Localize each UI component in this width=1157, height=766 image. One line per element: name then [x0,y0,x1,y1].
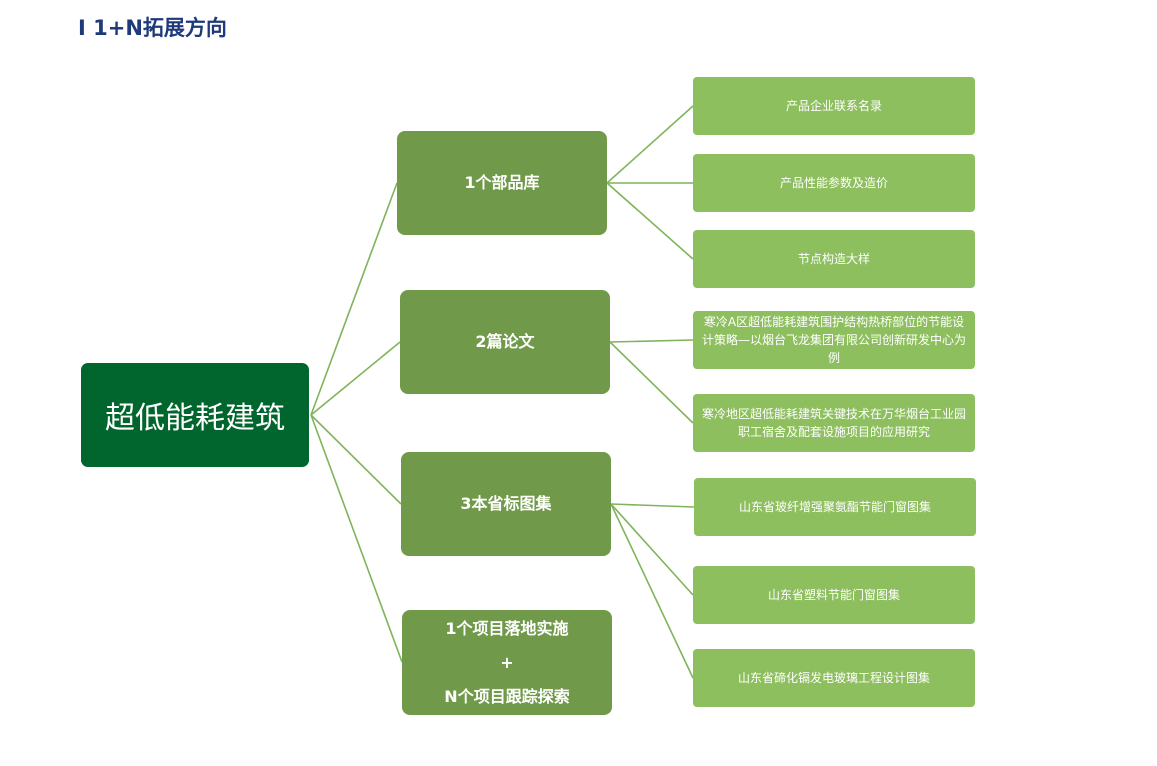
connector-root-branch-3 [310,414,402,505]
branch-node-component-library: 1个部品库 [397,131,607,235]
leaf-node-label: 寒冷A区超低能耗建筑围护结构热桥部位的节能设计策略—以烟台飞龙集团有限公司创新研… [701,315,966,365]
connector-root-branch-1 [310,182,398,416]
connector-root-branch-2 [310,341,401,416]
connector-branch-2-leaf-2 [609,341,694,424]
root-node: 超低能耗建筑 [81,363,309,467]
leaf-node-label: 寒冷地区超低能耗建筑关键技术在万华烟台工业园职工宿舍及配套设施项目的应用研究 [701,407,966,439]
branch-node-atlases: 3本省标图集 [401,452,611,556]
leaf-node: 寒冷A区超低能耗建筑围护结构热桥部位的节能设计策略—以烟台飞龙集团有限公司创新研… [693,311,975,369]
leaf-node: 山东省塑料节能门窗图集 [693,566,975,624]
leaf-node: 节点构造大样 [693,230,975,288]
connector-branch-1-leaf-1 [606,105,694,184]
branch-node-label-plus: + [500,652,514,672]
leaf-node-label: 山东省塑料节能门窗图集 [767,588,900,602]
branch-node-label: 3本省标图集 [460,494,552,513]
leaf-node-label: 产品企业联系名录 [785,99,882,113]
leaf-node-label: 山东省玻纤增强聚氨酯节能门窗图集 [738,500,931,514]
leaf-node: 山东省碲化镉发电玻璃工程设计图集 [693,649,975,707]
connector-branch-3-leaf-2 [610,503,694,596]
leaf-node-label: 山东省碲化镉发电玻璃工程设计图集 [737,671,930,685]
branch-node-label-line-2: N个项目跟踪探索 [444,686,570,706]
connector-branch-3-leaf-3 [610,503,694,679]
leaf-node: 寒冷地区超低能耗建筑关键技术在万华烟台工业园职工宿舍及配套设施项目的应用研究 [693,394,975,452]
branch-node-label: 1个部品库 [464,173,540,192]
leaf-node: 产品企业联系名录 [693,77,975,135]
branch-node-label-line-1: 1个项目落地实施 [445,618,569,638]
root-node-label: 超低能耗建筑 [105,401,285,436]
branch-node-projects: 1个项目落地实施 + N个项目跟踪探索 [402,610,612,715]
branch-node-papers: 2篇论文 [400,290,610,394]
page-title: I 1+N拓展方向 [78,16,227,40]
connector-branch-3-leaf-1 [610,503,695,508]
branch-node-label: 2篇论文 [475,332,535,351]
leaf-node: 产品性能参数及造价 [693,154,975,212]
connector-branch-1-leaf-3 [606,182,694,260]
leaf-node-label: 产品性能参数及造价 [779,176,888,190]
connector-root-branch-4 [310,414,403,663]
connector-branch-2-leaf-1 [609,339,694,343]
leaf-node-label: 节点构造大样 [797,252,870,266]
leaf-node: 山东省玻纤增强聚氨酯节能门窗图集 [694,478,976,536]
